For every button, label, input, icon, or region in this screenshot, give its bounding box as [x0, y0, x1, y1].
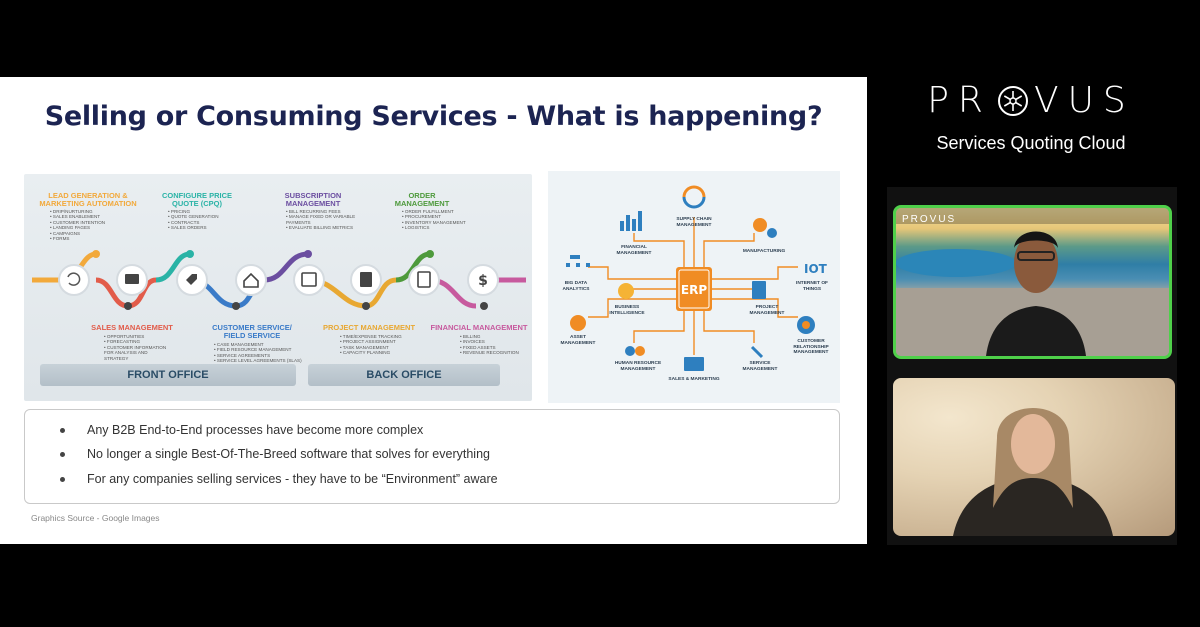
slide-title: Selling or Consuming Services - What is …	[44, 101, 823, 132]
erp-module-bi: BUSINESS INTELLIGENCE	[609, 305, 645, 316]
mini-provus-logo: PROVUS	[902, 214, 957, 225]
bullet-item: Any B2B End-to-End processes have become…	[60, 423, 423, 437]
erp-module-asset: ASSET MANAGEMENT	[560, 335, 596, 346]
erp-module-sales-marketing: SALES & MARKETING	[668, 377, 720, 382]
provus-logo: PR VUS	[890, 80, 1172, 121]
process-items-subscription: • BILL RECURRING FEES • MANAGE FIXED OR …	[286, 209, 356, 231]
front-office-label: FRONT OFFICE	[40, 364, 296, 386]
process-items-order: • ORDER FULFILLMENT • PROCUREMENT • INVE…	[402, 209, 466, 231]
erp-module-service: SERVICE MANAGEMENT	[742, 361, 778, 372]
svg-text:$: $	[478, 273, 488, 289]
process-items-customer-service: • CASE MANAGEMENT • FIELD RESOURCE MANAG…	[214, 342, 302, 364]
erp-module-manufacturing: MANUFACTURING	[742, 249, 786, 254]
back-office-label: BACK OFFICE	[308, 364, 500, 386]
erp-module-hr: HUMAN RESOURCE MANAGEMENT	[614, 361, 662, 372]
process-label-lead-gen: LEAD GENERATION & MARKETING AUTOMATION	[39, 191, 137, 208]
process-items-lead-gen: • DRIP/NURTURING • SALES ENABLEMENT • CU…	[50, 209, 106, 242]
logo-text-right: VUS	[1033, 80, 1135, 121]
erp-module-iot: INTERNET OF THINGS	[796, 281, 828, 292]
erp-module-big-data: BIG DATA ANALYTICS	[562, 281, 590, 292]
participant-video-guest[interactable]	[893, 378, 1175, 536]
bullet-item: No longer a single Best-Of-The-Breed sof…	[60, 447, 490, 461]
process-items-project: • TIME/EXPENSE TRACKING • PROJECT ASSIGN…	[340, 334, 402, 356]
process-label-project: PROJECT MANAGEMENT	[322, 323, 416, 332]
process-flow-svg: $	[32, 250, 526, 310]
process-label-subscription: SUBSCRIPTION MANAGEMENT	[284, 191, 342, 208]
business-process-graphic: $ LEAD GENERATION & MARKETING AUTOMATION…	[24, 174, 532, 401]
process-items-sales: • OPPORTUNITIES • FORECASTING • CUSTOMER…	[104, 334, 167, 361]
bullets-box: Any B2B End-to-End processes have become…	[24, 409, 840, 504]
iot-icon-text: IOT	[804, 262, 828, 276]
erp-module-project: PROJECT MANAGEMENT	[749, 305, 785, 316]
erp-graphic: ERP IOT SUPPLY CHAIN MANAGEMENT FINANCIA…	[548, 171, 840, 403]
process-label-sales: SALES MANAGEMENT	[91, 323, 173, 332]
process-label-financial: FINANCIAL MANAGEMENT	[430, 323, 528, 332]
process-label-cpq: CONFIGURE PRICE QUOTE (CPQ)	[161, 191, 232, 208]
process-label-customer-service: CUSTOMER SERVICE/ FIELD SERVICE	[212, 323, 292, 340]
erp-connectors-svg: ERP IOT	[566, 185, 828, 371]
process-items-cpq: • PRICING • QUOTE GENERATION • CONTRACTS…	[168, 209, 219, 231]
presentation-slide: Selling or Consuming Services - What is …	[0, 77, 867, 544]
process-items-financial: • BILLING • INVOICES • FIXED ASSETS • RE…	[460, 334, 519, 356]
participant-video-speaker[interactable]: PROVUS	[893, 205, 1172, 359]
process-icons: $	[58, 264, 499, 296]
brand-tagline: Services Quoting Cloud	[936, 133, 1126, 153]
logo-text-left: PR	[927, 80, 992, 121]
graphics-source-note: Graphics Source - Google Images	[31, 513, 160, 523]
snowflake-icon	[997, 85, 1028, 116]
provus-branding: PR VUS Services Quoting Cloud	[890, 80, 1172, 154]
process-label-order: ORDER MANAGEMENT	[394, 191, 450, 208]
guest-silhouette	[953, 408, 1113, 536]
speaker-silhouette	[896, 208, 1169, 356]
erp-module-supply-chain: SUPPLY CHAIN MANAGEMENT	[676, 217, 712, 228]
erp-center-label: ERP	[681, 283, 707, 297]
erp-module-financial: FINANCIAL MANAGEMENT	[616, 245, 652, 256]
bullet-item: For any companies selling services - the…	[60, 472, 498, 486]
erp-module-crm: CUSTOMER RELATIONSHIP MANAGEMENT	[793, 339, 829, 356]
